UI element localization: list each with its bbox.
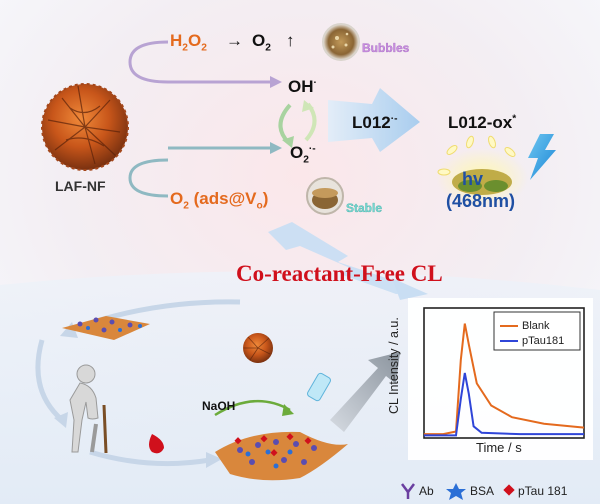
ptau-legend-label: pTau 181	[518, 484, 568, 498]
sensor-membrane-top	[62, 316, 150, 340]
vial-icon	[307, 372, 331, 402]
blood-drop-icon	[149, 434, 164, 454]
bsa-legend-icon	[446, 483, 466, 500]
nanoflower-small	[243, 333, 273, 363]
o2-adsorbed-label: O2 (ads@Vo)	[170, 189, 269, 212]
stable-label: Stable	[346, 201, 383, 215]
patient-figure-icon	[69, 364, 99, 453]
bsa-legend-label: BSA	[470, 484, 495, 498]
cl-chart	[423, 307, 585, 439]
legend-blank-label: Blank	[522, 320, 550, 332]
l012-ox-label: L012-ox*	[448, 113, 517, 132]
ab-legend-icon	[401, 483, 415, 499]
ptau-legend-icon	[503, 484, 515, 496]
stable-dish	[306, 177, 344, 215]
chart-frame	[423, 307, 585, 439]
figure-title: Co-reactant-Free CL	[236, 261, 443, 286]
h2o2-label: H2O2	[170, 31, 207, 54]
chart-xlabel: Time / s	[476, 440, 522, 455]
nanoflower-large	[41, 83, 129, 171]
lafnf-label: LAF-NF	[55, 178, 106, 194]
bubbles-dish	[322, 23, 360, 61]
superoxide-label: O2·-	[290, 143, 316, 166]
sensor-membrane-bottom	[215, 431, 348, 481]
legend-ptau181-label: pTau181	[522, 335, 565, 347]
naoh-label: NaOH	[202, 399, 236, 413]
reaction-arrow: →	[226, 31, 243, 50]
gas-evolution-arrow: ↑	[286, 31, 295, 50]
chart-legend-box	[493, 311, 581, 351]
l012-label: L012·-	[352, 113, 398, 132]
bubbles-label: Bubbles	[362, 41, 410, 55]
hv-label: hv	[462, 169, 484, 189]
ab-legend-label: Ab	[419, 484, 434, 498]
series-line-ptau181	[424, 372, 584, 437]
wavelength-label: (468nm)	[446, 191, 516, 211]
chart-ylabel: CL Intensity / a.u.	[387, 317, 401, 414]
lightning-bolt-icon	[528, 134, 556, 180]
o2-gas-label: O2	[252, 31, 271, 54]
hydroxyl-radical-label: OH·	[288, 77, 317, 96]
series-line-blank	[424, 323, 585, 436]
light-emission-icon	[436, 135, 528, 208]
